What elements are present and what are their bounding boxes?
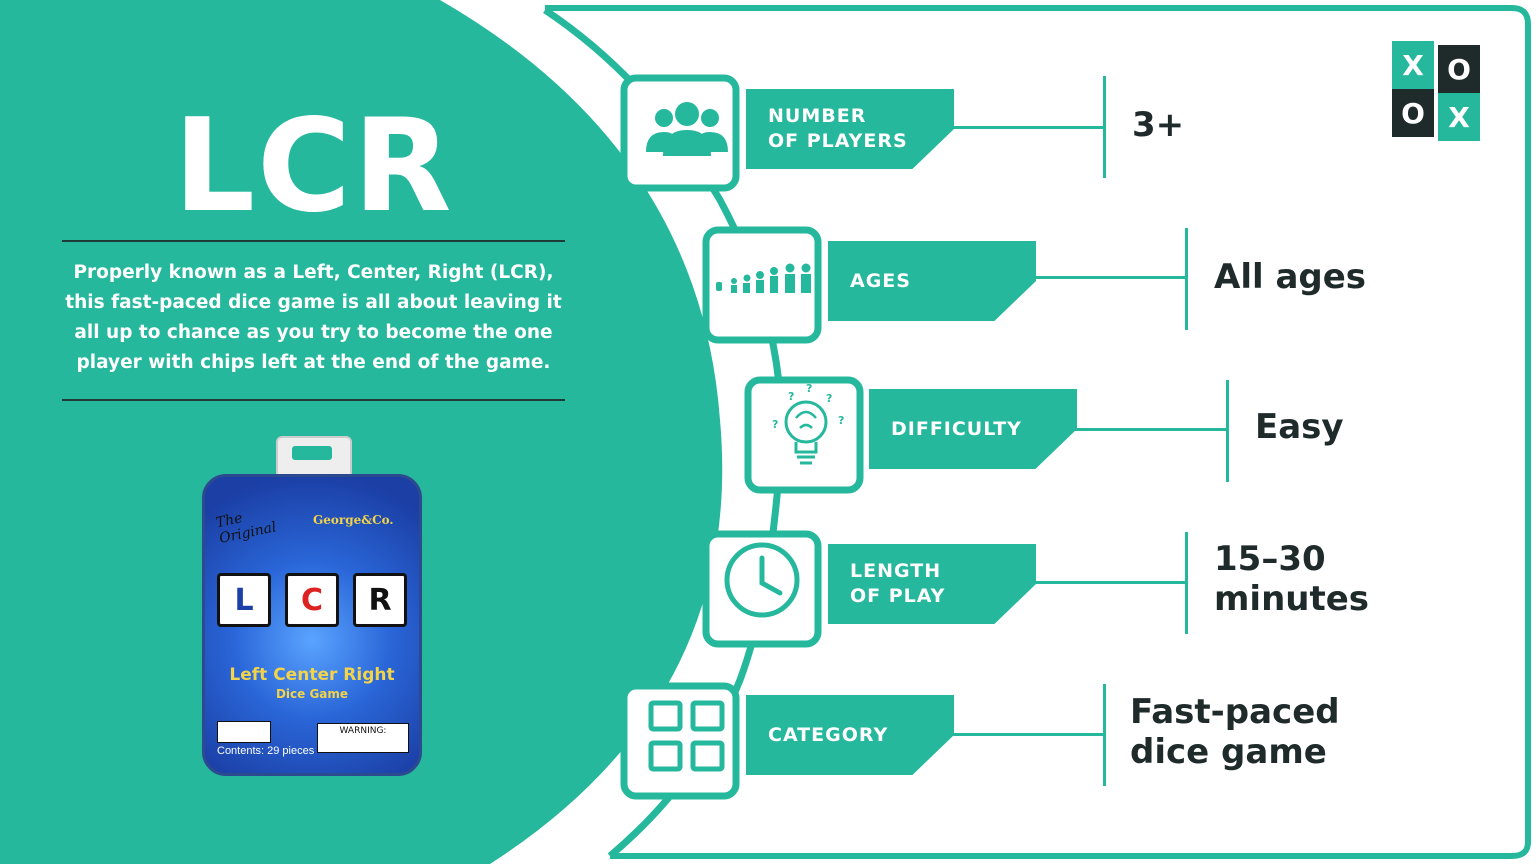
ages-icon	[716, 263, 811, 293]
svg-text:?: ?	[838, 414, 844, 427]
product-image: The Original George&Co. L C R Left Cente…	[198, 432, 422, 776]
value-difficulty: Easy	[1255, 407, 1344, 447]
icon-box-4	[702, 530, 822, 648]
label-length-of-play: LENGTH OF PLAY	[828, 544, 1036, 624]
row-divider-3	[1226, 380, 1229, 482]
icon-box-3	[744, 376, 864, 494]
svg-text:?: ?	[788, 390, 794, 403]
value-ages: All ages	[1214, 257, 1367, 297]
clock-icon	[724, 542, 800, 618]
value-length-of-play: 15–30 minutes	[1214, 539, 1370, 619]
xoxo-logo: X O O X	[1392, 41, 1480, 141]
die-l: L	[217, 573, 271, 627]
page-title: LCR	[173, 92, 454, 241]
label-number-of-players: NUMBER OF PLAYERS	[746, 89, 954, 169]
panel-border	[545, 5, 1531, 859]
label-category: CATEGORY	[746, 695, 954, 775]
tin-player-badge	[217, 721, 271, 743]
die-c: C	[285, 573, 339, 627]
row-divider-4	[1185, 532, 1188, 634]
dice-row: L C R	[217, 573, 407, 627]
people-icon	[646, 102, 728, 156]
svg-text:?: ?	[806, 382, 812, 395]
label-difficulty: DIFFICULTY	[869, 389, 1077, 469]
game-description: Properly known as a Left, Center, Right …	[65, 262, 562, 373]
logo-cell-1: X	[1392, 41, 1434, 89]
label-ages: AGES	[828, 241, 1036, 321]
tin-top-text: The Original	[214, 510, 278, 547]
grid-icon	[648, 700, 725, 772]
svg-text:?: ?	[772, 418, 778, 431]
package-hanger-hole	[292, 446, 332, 460]
title-divider-top	[62, 240, 565, 242]
row-connector-3	[1073, 428, 1228, 431]
row-connector-1	[950, 126, 1105, 129]
question-marks: ??? ??	[772, 382, 844, 431]
row-connector-5	[950, 733, 1105, 736]
logo-cell-2: O	[1438, 45, 1480, 93]
row-connector-4	[1032, 581, 1187, 584]
tin-brand: George&Co.	[313, 513, 394, 527]
die-r: R	[353, 573, 407, 627]
tin-case: The Original George&Co. L C R Left Cente…	[202, 474, 422, 776]
title-divider-bottom	[62, 399, 565, 401]
row-divider-1	[1103, 76, 1106, 178]
value-category: Fast-paced dice game	[1130, 692, 1340, 772]
tin-product-name: Left Center Right	[229, 665, 395, 685]
tin-contents: Contents: 29 pieces	[217, 745, 315, 757]
row-connector-2	[1032, 276, 1187, 279]
logo-cell-4: X	[1438, 93, 1480, 141]
logo-cell-3: O	[1392, 89, 1434, 137]
row-divider-2	[1185, 228, 1188, 330]
row-divider-5	[1103, 684, 1106, 786]
tin-subtitle: Dice Game	[275, 687, 349, 701]
value-number-of-players: 3+	[1132, 105, 1185, 145]
lightbulb-brain-icon	[784, 400, 828, 465]
svg-text:?: ?	[826, 392, 832, 405]
tin-warning: WARNING:	[317, 723, 409, 753]
